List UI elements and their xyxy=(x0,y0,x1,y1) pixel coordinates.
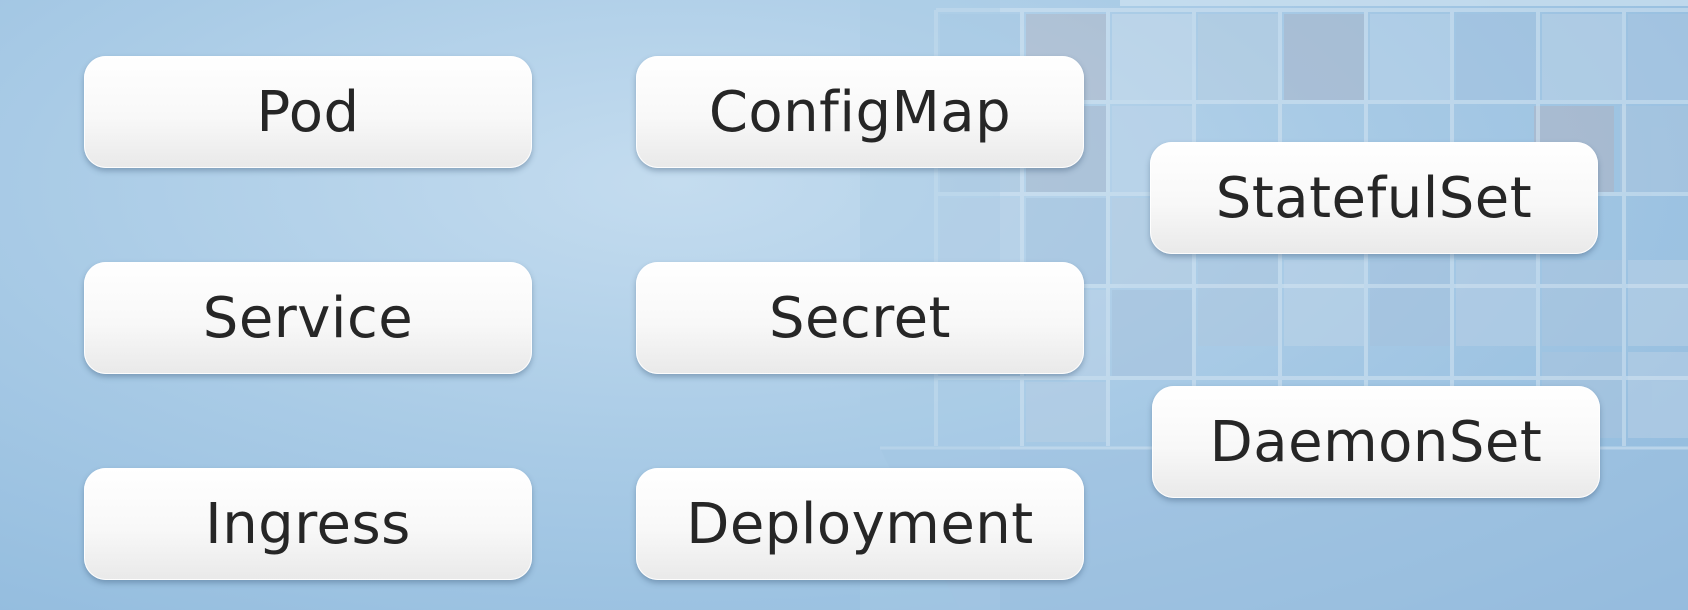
configmap-label: ConfigMap xyxy=(708,79,1012,145)
statefulset-box: StatefulSet xyxy=(1150,142,1598,254)
secret-box: Secret xyxy=(636,262,1084,374)
secret-label: Secret xyxy=(769,285,951,351)
ingress-box: Ingress xyxy=(84,468,532,580)
daemonset-label: DaemonSet xyxy=(1209,409,1543,475)
service-box: Service xyxy=(84,262,532,374)
statefulset-label: StatefulSet xyxy=(1215,165,1533,231)
deployment-label: Deployment xyxy=(686,491,1034,557)
ingress-label: Ingress xyxy=(205,491,411,557)
deployment-box: Deployment xyxy=(636,468,1084,580)
daemonset-box: DaemonSet xyxy=(1152,386,1600,498)
configmap-box: ConfigMap xyxy=(636,56,1084,168)
pod-box: Pod xyxy=(84,56,532,168)
pod-label: Pod xyxy=(256,79,360,145)
service-label: Service xyxy=(202,285,414,351)
